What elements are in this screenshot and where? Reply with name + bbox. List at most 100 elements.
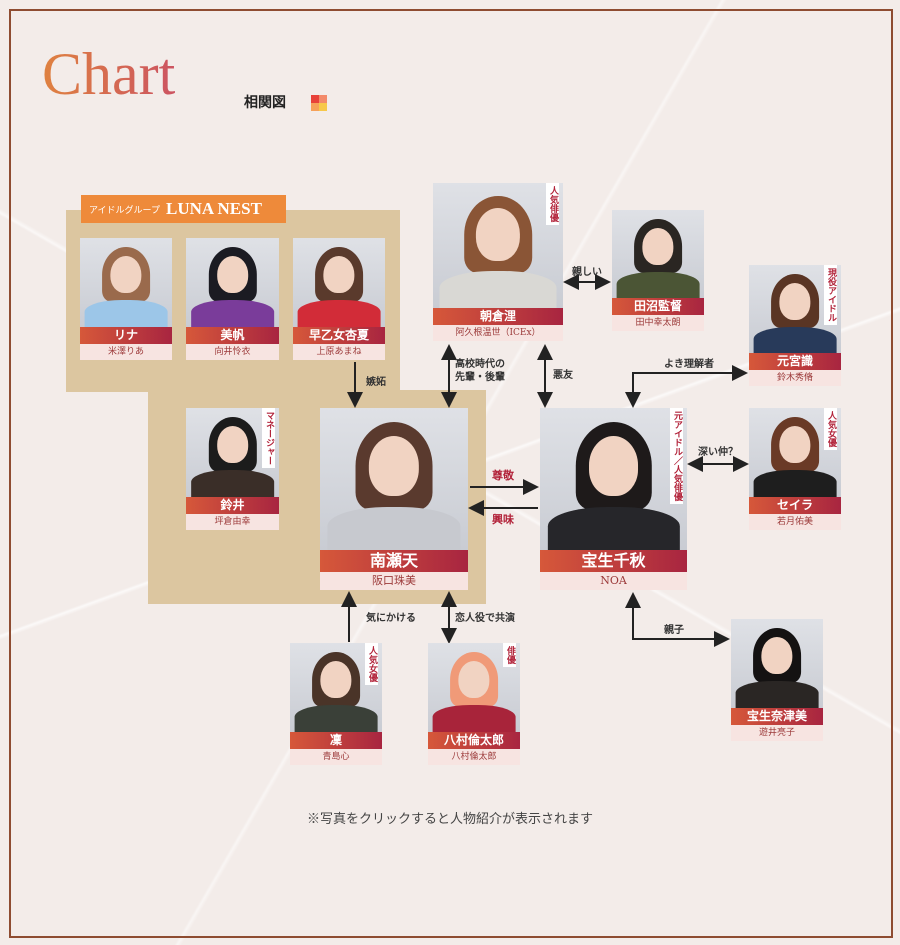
relation-label-senpai: 高校時代の先輩・後輩 [455,359,505,383]
character-card[interactable]: 宝生奈津美遊井亮子 [731,619,823,741]
face-shape [216,255,249,294]
character-photo[interactable]: 人気俳優 [433,183,563,308]
character-card[interactable]: 人気女優凜青島心 [290,643,382,765]
character-role-name: 田沼監督 [612,298,704,315]
character-photo[interactable]: 人気女優 [290,643,382,732]
character-actor-name: 鈴木秀脩 [749,370,841,386]
character-card[interactable]: 南瀬天阪口珠美 [320,408,468,590]
body-shape [190,300,275,327]
body-shape [84,300,168,327]
face-shape [458,660,490,699]
relation-label-bad-friend: 悪友 [553,370,573,381]
relation-label-care: 気にかける [366,613,416,624]
page-subtitle: 相関図 [244,95,286,111]
face-shape [588,436,639,497]
body-shape [327,507,461,550]
character-role-name: 凜 [290,732,382,749]
body-shape [753,470,837,497]
face-shape [323,255,355,294]
face-shape [320,660,352,699]
relation-label-deep: 深い仲？ [698,447,738,458]
character-photo[interactable]: 元アイドル／人気俳優 [540,408,687,550]
character-photo[interactable]: 現役アイドル [749,265,841,353]
face-shape [368,436,420,497]
group-name: LUNA NEST [166,199,262,218]
character-tag: 現役アイドル [824,265,837,325]
character-role-name: 朝倉浬 [433,308,563,325]
character-tag: 俳優 [503,643,516,667]
character-role-name: 南瀬天 [320,550,468,572]
character-role-name: 鈴井 [186,497,279,514]
face-shape [779,282,811,320]
character-tag: 元アイドル／人気俳優 [670,408,683,504]
character-card[interactable]: 俳優八村倫太郎八村倫太郎 [428,643,520,765]
character-tag: 人気女優 [365,643,378,685]
character-card[interactable]: 現役アイドル元宮識鈴木秀脩 [749,265,841,386]
character-role-name: 早乙女杏夏 [293,327,385,344]
face-shape [761,636,793,675]
face-shape [779,425,811,464]
group-label: アイドルグループ LUNA NEST [81,195,286,223]
character-photo[interactable]: 俳優 [428,643,520,732]
body-shape [616,271,700,298]
character-photo[interactable] [612,210,704,298]
character-role-name: 八村倫太郎 [428,732,520,749]
relation-label-interest: 興味 [492,513,514,526]
title-mark-icon [311,95,327,111]
character-photo[interactable] [731,619,823,708]
character-role-name: 宝生奈津美 [731,708,823,725]
character-actor-name: 遊井亮子 [731,725,823,741]
character-role-name: 宝生千秋 [540,550,687,572]
face-shape [216,425,249,464]
footer-note: ※写真をクリックすると人物紹介が表示されます [306,812,593,827]
frame-border [9,9,893,938]
character-role-name: 元宮識 [749,353,841,370]
arrow-understanding [625,365,748,408]
body-shape [735,681,819,708]
character-photo[interactable] [320,408,468,550]
relation-label-costar: 恋人役で共演 [455,613,515,624]
character-actor-name: 八村倫太郎 [428,749,520,765]
character-photo[interactable] [80,238,172,327]
relation-label-understanding: よき理解者 [664,359,714,370]
face-shape [475,208,521,261]
character-actor-name: NOA [540,572,687,590]
character-photo[interactable]: 人気女優 [749,408,841,497]
relation-label-parent: 親子 [664,625,684,636]
character-actor-name: 田中幸太朗 [612,315,704,331]
character-role-name: リナ [80,327,172,344]
relation-label-close: 親しい [572,267,602,278]
character-photo[interactable]: マネージャー [186,408,279,497]
character-card[interactable]: リナ米澤りあ [80,238,172,360]
character-role-name: セイラ [749,497,841,514]
face-shape [642,227,674,265]
character-actor-name: 上原あまね [293,344,385,360]
body-shape [439,270,557,308]
character-actor-name: 阪口珠美 [320,572,468,590]
body-shape [190,470,275,497]
face-shape [110,255,142,294]
page-title: Chart [42,38,175,110]
character-card[interactable]: 人気女優セイラ若月佑美 [749,408,841,530]
character-card[interactable]: 田沼監督田中幸太朗 [612,210,704,331]
character-card[interactable]: 美帆向井怜衣 [186,238,279,360]
body-shape [547,507,680,550]
character-actor-name: 坪倉由幸 [186,514,279,530]
character-card[interactable]: 早乙女杏夏上原あまね [293,238,385,360]
character-actor-name: 向井怜衣 [186,344,279,360]
character-tag: 人気女優 [824,408,837,450]
character-actor-name: 米澤りあ [80,344,172,360]
relation-label-jealousy: 嫉妬 [366,377,386,388]
character-card[interactable]: 人気俳優朝倉浬阿久根温世（ICEx） [433,183,563,341]
body-shape [297,300,381,327]
character-photo[interactable] [293,238,385,327]
character-photo[interactable] [186,238,279,327]
group-prefix: アイドルグループ [89,205,161,216]
body-shape [294,705,378,732]
character-card[interactable]: マネージャー鈴井坪倉由幸 [186,408,279,530]
arrow-parent [625,592,730,647]
character-tag: マネージャー [262,408,275,468]
character-actor-name: 阿久根温世（ICEx） [433,325,563,341]
